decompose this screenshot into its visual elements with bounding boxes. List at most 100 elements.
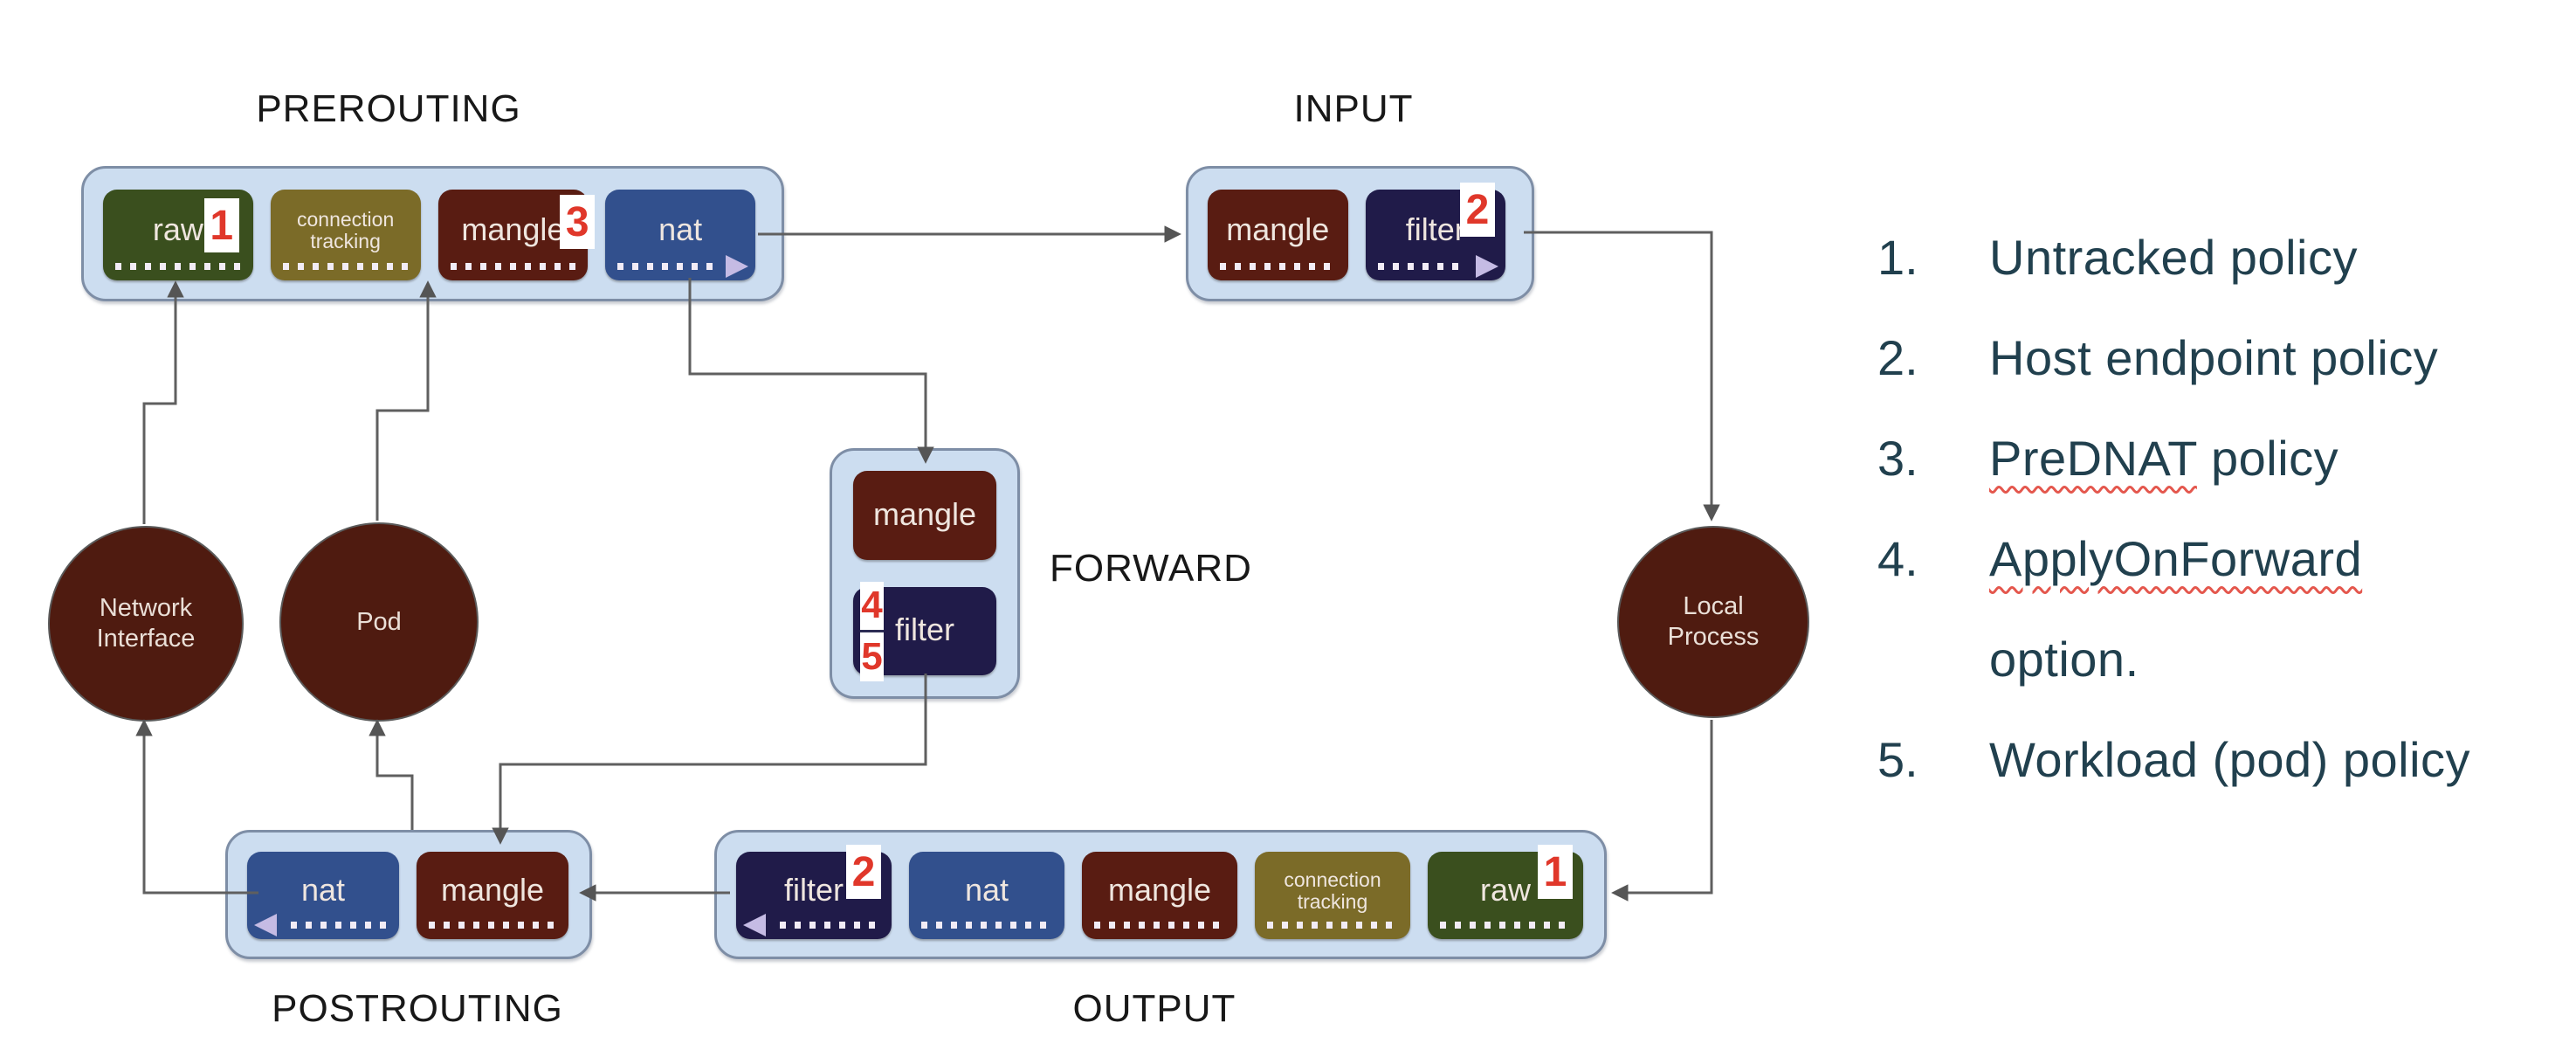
legend-item: 1. Untracked policy	[1877, 229, 2567, 329]
chip-mangle: mangle	[1208, 190, 1348, 280]
wire-pod-to-prerouting	[375, 280, 437, 521]
chip-label: mangle	[440, 872, 545, 909]
legend-item-number: 4.	[1877, 531, 1918, 586]
policy-number: 4	[861, 584, 883, 627]
dotted-flow-line	[429, 922, 556, 929]
legend-item-text: Workload (pod) policy	[1989, 731, 2470, 788]
legend-item: 2. Host endpoint policy	[1877, 329, 2567, 430]
legend-item-text: ApplyOnForward	[1989, 530, 2362, 587]
chain-title-output: OUTPUT	[1072, 987, 1236, 1030]
legend-item: 4. ApplyOnForward	[1877, 530, 2567, 631]
legend-item-number: 5.	[1877, 732, 1918, 787]
dotted-flow-line	[115, 263, 241, 270]
wire-postrouting-to-pod	[368, 719, 414, 830]
chip-connection-tracking: connection tracking	[1255, 852, 1410, 939]
chip-mangle: mangle	[1082, 852, 1237, 939]
chip-label: mangle	[1107, 872, 1212, 909]
chain-title-postrouting: POSTROUTING	[272, 987, 563, 1030]
legend-text-misspelled: PreDNAT	[1989, 431, 2197, 486]
legend-text: Untracked policy	[1989, 230, 2358, 285]
legend-item-number: 1.	[1877, 230, 1918, 285]
legend-text: Host endpoint policy	[1989, 330, 2439, 385]
legend-item: 5. Workload (pod) policy	[1877, 731, 2567, 832]
network-interface-node: Network Interface	[48, 526, 244, 722]
postrouting-box: nat mangle	[225, 830, 592, 959]
dotted-flow-line	[617, 263, 715, 270]
local-process-node: Local Process	[1617, 526, 1809, 718]
pod-label: Pod	[356, 607, 402, 636]
wire-local-process-to-output	[1611, 720, 1713, 902]
dotted-flow-line	[291, 922, 387, 929]
policy-number-badge: 2	[846, 845, 881, 899]
chip-nat: nat	[605, 190, 755, 280]
chip-label: nat	[658, 211, 703, 248]
legend-item-number: 2.	[1877, 330, 1918, 385]
chip-connection-tracking: connection tracking	[270, 190, 421, 280]
dotted-flow-line	[450, 263, 576, 270]
dotted-flow-line	[282, 263, 409, 270]
legend-text: Workload (pod) policy	[1989, 732, 2471, 787]
chip-mangle: mangle	[853, 471, 996, 560]
chip-label: nat	[300, 872, 346, 909]
policy-number-badge: 1	[1538, 845, 1573, 899]
network-interface-label: Network Interface	[96, 594, 196, 653]
dotted-flow-line	[1094, 922, 1225, 929]
wire-input-to-local-process	[1524, 231, 1720, 522]
pod-node: Pod	[279, 522, 479, 722]
legend-text-misspelled: ApplyOnForward	[1989, 531, 2363, 586]
local-process-label: Local Process	[1667, 592, 1760, 651]
dotted-flow-line	[1267, 922, 1398, 929]
policy-number-badge: 1	[203, 198, 239, 252]
flow-direction-arrow-icon	[1476, 255, 1498, 278]
dotted-flow-line	[780, 922, 879, 929]
policy-number-badge: 2	[1460, 183, 1495, 237]
policy-number-badge: 3	[560, 195, 596, 249]
dotted-flow-line	[1377, 263, 1465, 270]
chip-label: mangle	[1226, 211, 1330, 248]
wire-prerouting-to-forward	[688, 278, 934, 464]
chip-label: filter	[783, 872, 844, 909]
flow-direction-arrow-icon	[254, 914, 277, 936]
postrouting-chips: nat mangle	[247, 852, 568, 939]
legend-item-number: 3.	[1877, 431, 1918, 486]
chip-label: raw	[152, 211, 203, 248]
chip-mangle: mangle	[417, 852, 568, 939]
legend-item-text: Untracked policy	[1989, 229, 2358, 286]
chain-title-input: INPUT	[1293, 87, 1414, 130]
chip-label: filter	[1405, 211, 1465, 248]
legend-list: 1. Untracked policy 2. Host endpoint policy…	[1877, 229, 2567, 832]
legend-item: option.	[1877, 631, 2567, 731]
flow-direction-arrow-icon	[726, 255, 748, 278]
dotted-flow-line	[1220, 263, 1336, 270]
legend-item-text: option.	[1989, 631, 2139, 687]
chip-label: connection tracking	[1284, 867, 1381, 913]
policy-number: 5	[860, 630, 884, 681]
chip-label: connection tracking	[297, 207, 395, 252]
chip-nat: nat	[909, 852, 1064, 939]
chip-label: raw	[1479, 872, 1531, 909]
legend-text: policy	[2196, 431, 2339, 486]
dotted-flow-line	[921, 922, 1052, 929]
chain-title-prerouting: PREROUTING	[256, 87, 521, 130]
flow-direction-arrow-icon	[743, 914, 766, 936]
legend-item-text: PreDNAT policy	[1989, 430, 2338, 487]
chip-label: mangle	[461, 211, 565, 248]
wire-network-interface-to-prerouting	[142, 280, 184, 524]
legend-item-text: Host endpoint policy	[1989, 329, 2438, 386]
dotted-flow-line	[1440, 922, 1571, 929]
